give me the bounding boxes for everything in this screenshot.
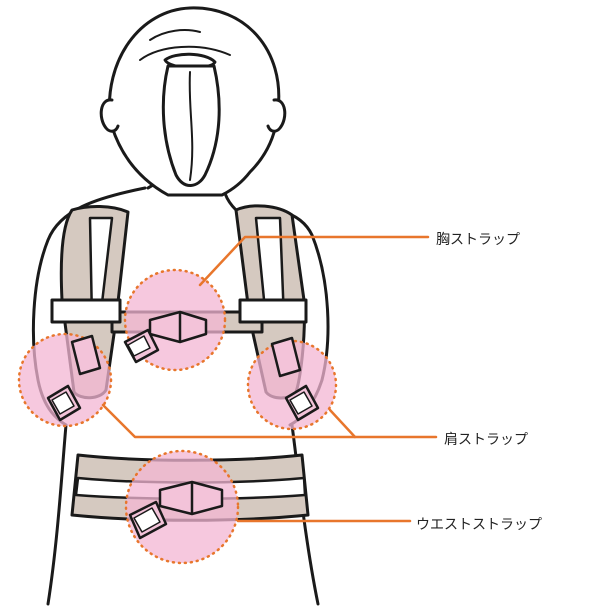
chest-strap-label: 胸ストラップ	[436, 229, 520, 249]
waist-strap-label: ウエストストラップ	[416, 514, 542, 534]
chest-strap-loop-left	[52, 300, 120, 322]
chest-strap-loop-right	[240, 300, 306, 322]
shoulder-strap-label: 肩ストラップ	[444, 429, 528, 449]
